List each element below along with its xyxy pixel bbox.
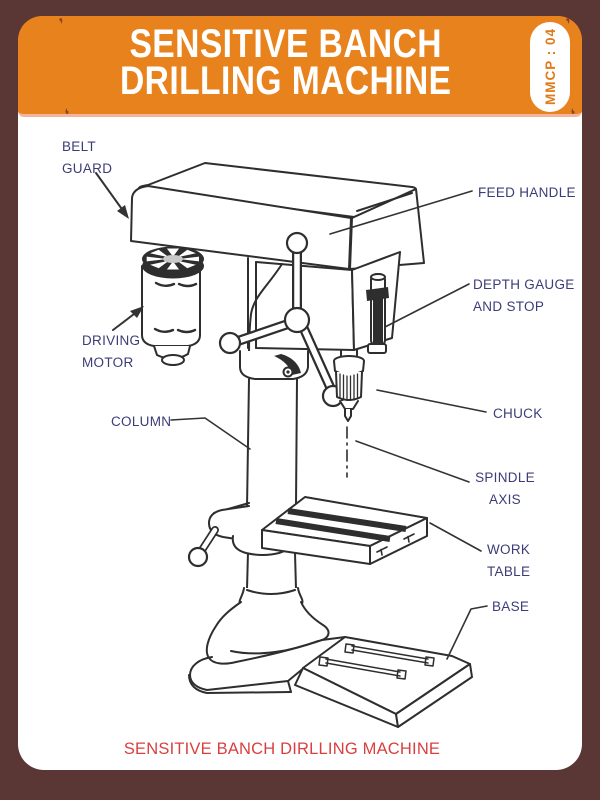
label-chuck: CHUCK [493,406,543,421]
label-feed-handle: FEED HANDLE [478,185,576,200]
base-shape [188,587,473,728]
work-table-shape [261,496,428,565]
head-collar-shape [239,350,309,380]
pulley-wheel-shape [142,246,204,279]
badge-label: MMCP : 04 [542,28,558,106]
label-belt-guard: BELT GUARD [62,139,113,176]
poster-title: SENSITIVE BANCH DRILLING MACHINE [119,22,452,103]
driving-motor-shape [141,265,201,366]
badge-pill: MMCP : 04 [530,22,570,112]
label-work-table: WORK TABLE [487,542,531,579]
label-depth-gauge: DEPTH GAUGE AND STOP [473,277,575,314]
label-spindle-axis: SPINDLE AXIS [475,470,535,507]
arrowhead [130,306,144,318]
label-column: COLUMN [111,414,172,429]
bottom-caption: SENSITIVE BANCH DIRLLING MACHINE [123,740,441,758]
depth-gauge-shape [366,273,389,354]
column-shape [246,378,298,590]
leader-lines [95,172,488,660]
label-driving-motor: DRIVING MOTOR [82,333,141,370]
header-banner: SENSITIVE BANCH DRILLING MACHINE [18,16,582,117]
chuck-shape [333,349,365,478]
label-base: BASE [492,599,530,614]
feed-handle-shape [218,231,345,408]
arrowhead [117,205,129,219]
